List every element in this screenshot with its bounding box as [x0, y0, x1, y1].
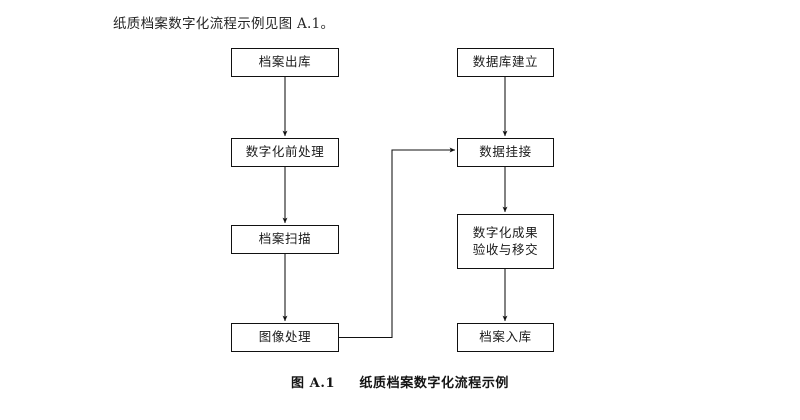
node-label: 数据挂接 — [479, 144, 532, 160]
node-database-setup[interactable]: 数据库建立 — [457, 48, 554, 77]
intro-paragraph: 纸质档案数字化流程示例见图 A.1。 — [113, 16, 335, 32]
node-label: 数据库建立 — [472, 54, 539, 70]
figure-caption-label: 图 A.1 — [290, 376, 336, 391]
connector-image-to-linking — [339, 147, 456, 339]
node-archive-scan[interactable]: 档案扫描 — [231, 225, 339, 254]
node-pre-digitization[interactable]: 数字化前处理 — [231, 138, 339, 167]
node-image-processing[interactable]: 图像处理 — [231, 323, 339, 352]
node-label-line2: 验收与移交 — [472, 241, 539, 257]
node-result-acceptance[interactable]: 数字化成果 验收与移交 — [457, 214, 554, 269]
figure-caption: 图 A.1 纸质档案数字化流程示例 — [0, 372, 800, 391]
node-label: 图像处理 — [258, 329, 312, 345]
node-label-line1: 数字化成果 — [472, 225, 539, 240]
node-data-linking[interactable]: 数据挂接 — [457, 138, 554, 167]
node-label: 档案扫描 — [258, 231, 312, 247]
node-label: 档案出库 — [258, 54, 312, 70]
node-label: 数字化前处理 — [245, 144, 325, 160]
node-archive-storage[interactable]: 档案入库 — [457, 323, 554, 352]
figure-caption-title: 纸质档案数字化流程示例 — [359, 376, 510, 391]
node-archive-checkout[interactable]: 档案出库 — [231, 48, 339, 77]
node-label: 档案入库 — [479, 329, 532, 345]
